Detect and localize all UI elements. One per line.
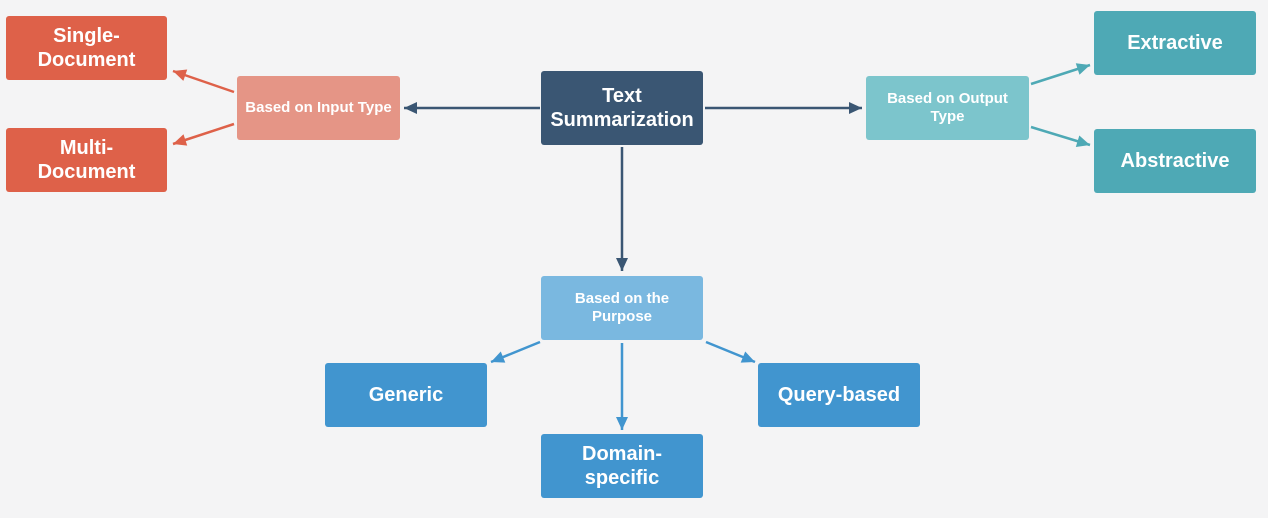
input-to-multi-document-arrow — [172, 122, 235, 146]
node-abstractive: Abstractive — [1094, 129, 1256, 193]
node-query-based-label: Query-based — [777, 384, 901, 406]
node-abstractive-label: Abstractive — [1120, 150, 1230, 172]
node-based-on-output-type: Based on Output Type — [866, 76, 1029, 140]
node-multi-document: Multi-Document — [6, 128, 167, 192]
purpose-to-generic-arrow — [490, 340, 541, 364]
node-single-document-label: Single-Document — [37, 25, 136, 71]
node-generic: Generic — [325, 363, 487, 427]
node-generic-label: Generic — [368, 384, 444, 406]
node-text-summarization-label: Text Summarization — [550, 85, 694, 131]
node-domain-specific-label: Domain-specific — [582, 443, 662, 489]
purpose-to-query-based-arrow — [705, 340, 756, 364]
node-based-on-the-purpose: Based on the Purpose — [541, 276, 703, 340]
node-based-on-the-purpose-label: Based on the Purpose — [574, 290, 670, 325]
node-multi-document-label: Multi-Document — [37, 137, 136, 183]
node-single-document: Single-Document — [6, 16, 167, 80]
node-based-on-input-type: Based on Input Type — [237, 76, 400, 140]
node-extractive: Extractive — [1094, 11, 1256, 75]
input-to-single-document-arrow — [172, 69, 235, 94]
node-query-based: Query-based — [758, 363, 920, 427]
node-based-on-output-type-label: Based on Output Type — [887, 90, 1008, 125]
root-to-input-type-arrow — [404, 102, 540, 114]
root-to-purpose-arrow — [616, 147, 628, 271]
node-extractive-label: Extractive — [1127, 32, 1223, 54]
node-domain-specific: Domain-specific — [541, 434, 703, 498]
node-text-summarization: Text Summarization — [541, 71, 703, 145]
output-to-abstractive-arrow — [1030, 125, 1091, 147]
root-to-output-type-arrow — [705, 102, 862, 114]
purpose-to-domain-specific-arrow — [616, 343, 628, 430]
node-based-on-input-type-label: Based on Input Type — [245, 99, 392, 116]
output-to-extractive-arrow — [1030, 63, 1091, 86]
